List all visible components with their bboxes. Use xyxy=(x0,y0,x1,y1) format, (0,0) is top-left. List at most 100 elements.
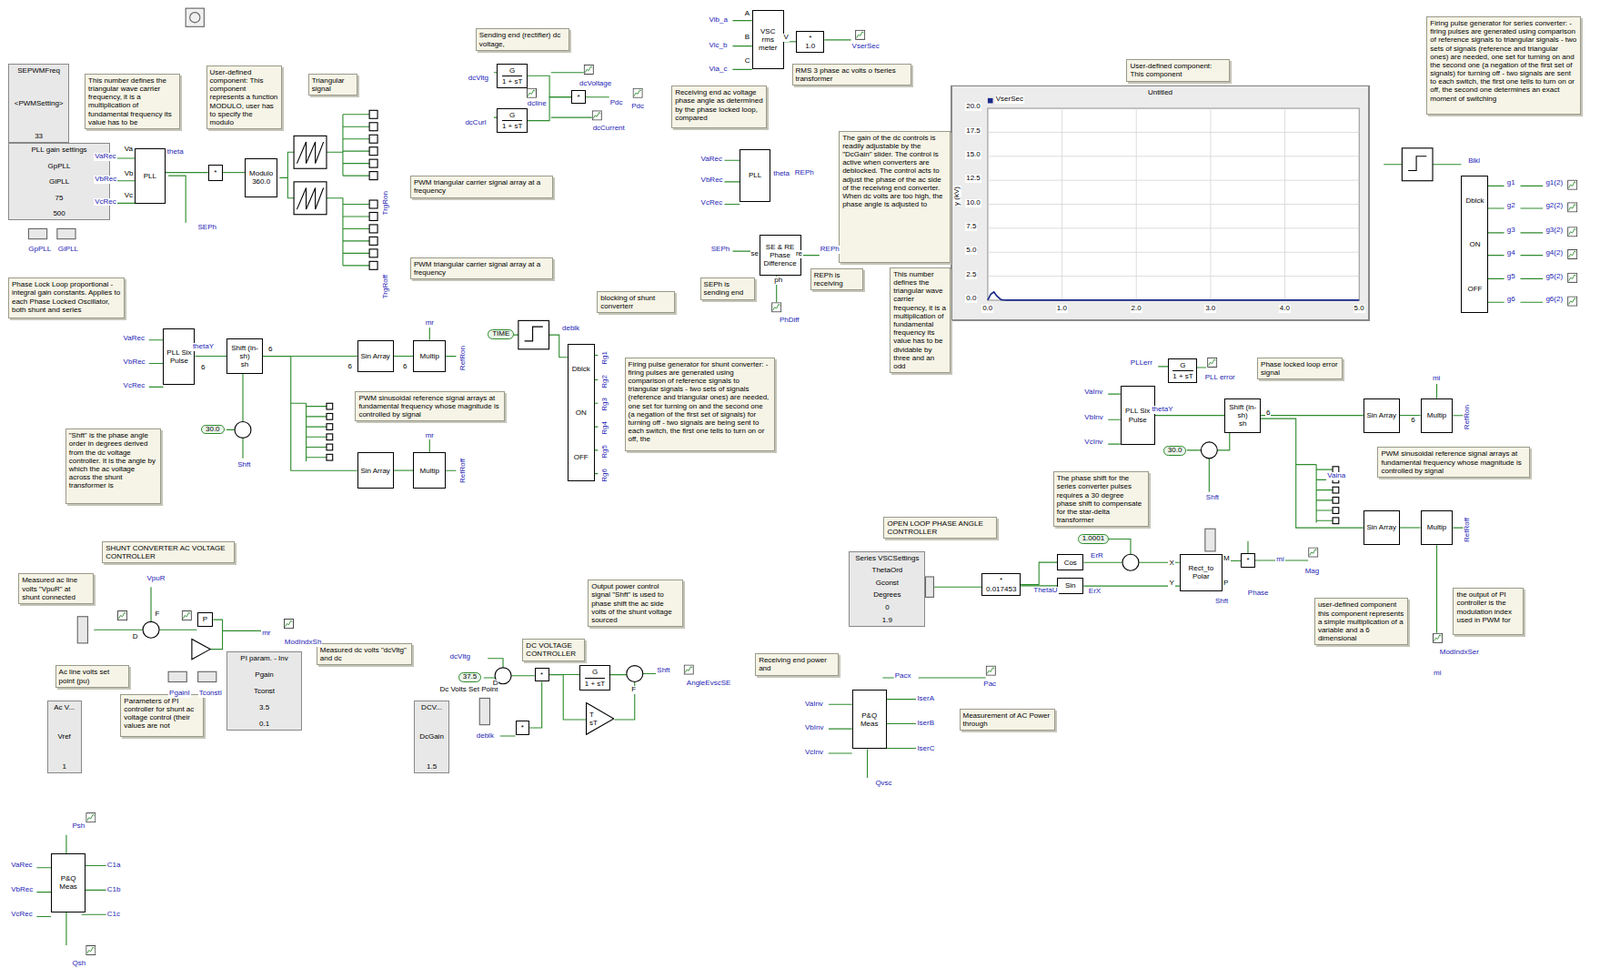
node-text: PLL xyxy=(143,171,157,181)
port-label: 20.0 xyxy=(965,102,982,111)
port-label: V xyxy=(782,33,789,42)
port-label: P xyxy=(1222,579,1229,588)
node-text: blocking of shunt converterr xyxy=(600,293,672,311)
signal-label: VaRec xyxy=(122,334,146,343)
signal-label: Rg5 xyxy=(601,443,610,460)
node-text: Sin Array xyxy=(360,352,390,361)
signal-label: mr xyxy=(261,629,272,638)
node-text: PWM triangular carrier signal array at a… xyxy=(413,260,550,277)
annotation-note: Output power control signal "Shft" is us… xyxy=(587,579,684,627)
node-text: PLL xyxy=(748,171,762,180)
signal-wire xyxy=(165,171,209,173)
node-text: sh xyxy=(1238,419,1247,428)
signal-label: C1a xyxy=(106,861,122,870)
node-text: Untitled xyxy=(1147,88,1173,97)
signal-label: PgainI xyxy=(168,689,192,698)
signal-label: deblk xyxy=(475,732,495,741)
function-block: *0.017453 xyxy=(981,573,1021,595)
port-label: F xyxy=(153,610,161,619)
function-block: P&Q Meas xyxy=(852,689,887,749)
annotation-note: PWM triangular carrier signal array at a… xyxy=(410,175,554,199)
annotation-note: PWM triangular carrier signal array at a… xyxy=(410,257,554,281)
function-block: Sin Array xyxy=(357,452,394,489)
signal-label: RefRoff xyxy=(1463,516,1472,544)
signal-label: dcVoltage xyxy=(578,80,613,89)
node-text: Dblck xyxy=(1465,196,1484,205)
port-label: Va xyxy=(123,145,134,154)
port-label: 6 xyxy=(200,363,206,373)
node-text: This number defines the triangular wave … xyxy=(893,270,947,371)
annotation-note: Measured dc volts "dcVltg" and dc xyxy=(316,643,413,665)
signal-label: IserB xyxy=(915,719,936,728)
node-text: 1.9 xyxy=(882,615,893,624)
node-text: REPh is receiving xyxy=(814,271,860,288)
node-text: Shift (in-sh) xyxy=(229,343,261,361)
node-text: 1 + sT xyxy=(502,75,523,86)
node-text: PLL Six Pulse xyxy=(165,348,192,365)
constant-value: 30.0 xyxy=(1163,445,1188,456)
signal-label: SEPh xyxy=(197,223,218,232)
node-text: GpPLL xyxy=(48,161,71,171)
signal-label: Rg3 xyxy=(601,396,610,413)
port-label: 6 xyxy=(346,362,353,372)
function-block: Multip xyxy=(412,452,446,489)
signal-label: Mag xyxy=(1304,567,1321,576)
node-text: Tconst xyxy=(253,686,275,695)
signal-label: VbInv xyxy=(1083,413,1104,423)
annotation-note: Receiving end ac voltage phase angle as … xyxy=(671,85,767,129)
signal-label: IserC xyxy=(915,744,936,754)
node-text: * xyxy=(1246,555,1249,564)
node-text: Measured ac line volts "VpuR" at shunt c… xyxy=(21,575,91,602)
signal-label: VpuR xyxy=(145,574,166,584)
annotation-note: Receiving end power and xyxy=(754,653,839,676)
signal-label: C1c xyxy=(106,910,121,919)
signal-wire xyxy=(262,355,358,357)
annotation-note: Parameters of PI controller for shunt ac… xyxy=(120,694,204,737)
node-text: Multip xyxy=(1427,523,1447,532)
annotation-note: RMS 3 phase ac volts o fseries transform… xyxy=(792,63,912,86)
signal-label: VaRec xyxy=(700,155,724,164)
function-block: Sin Array xyxy=(1363,398,1400,433)
node-text: Firing pulse generator for series conver… xyxy=(1429,19,1578,103)
node-text: SEPh is sending end xyxy=(704,280,752,297)
port-label: Vb xyxy=(123,170,135,179)
graph-panel: Untitled xyxy=(951,85,1370,321)
port-label: se xyxy=(750,250,760,259)
port-label: X xyxy=(1167,559,1175,568)
legend-label: VserSec xyxy=(995,95,1025,104)
signal-label: g5(2) xyxy=(1544,272,1564,282)
signal-label: Qsh xyxy=(71,959,88,968)
node-text: G xyxy=(509,66,515,75)
node-text: PLL gain settings xyxy=(31,145,88,154)
annotation-note: Firing pulse generator for series conver… xyxy=(1426,16,1581,115)
node-text: PLL Six Pulse xyxy=(1123,406,1153,423)
signal-label: VaInv xyxy=(804,700,825,709)
signal-wire xyxy=(549,674,581,675)
port-label: Dc Volts Set Point xyxy=(438,685,499,695)
function-block: Cos xyxy=(1056,553,1084,571)
wires xyxy=(36,20,1543,946)
node-text: DCV... xyxy=(421,703,443,712)
node-text: 360.0 xyxy=(251,177,271,186)
signal-label: VcRec xyxy=(93,198,118,207)
node-text: The gain of the dc controls is readily a… xyxy=(842,133,947,210)
signal-label: PhDiff xyxy=(778,316,801,325)
signal-label: mi xyxy=(1431,374,1441,383)
slider-panel: DCV...DcGain1.5 xyxy=(413,700,449,775)
function-block: Multip xyxy=(412,340,446,373)
port-label: 4.0 xyxy=(1278,304,1291,313)
transfer-block: G1 + sT xyxy=(1167,358,1198,383)
constant-value: 37.5 xyxy=(458,672,483,683)
node-text: SE & RE Phase Difference xyxy=(762,242,799,269)
node-text: Sin Array xyxy=(1367,523,1397,532)
signal-wire xyxy=(393,355,414,357)
port-label: 15.0 xyxy=(965,150,982,160)
signal-label: RefRon xyxy=(1463,403,1472,431)
node-text: DcGain xyxy=(419,732,444,741)
node-text: Shift (in-sh) xyxy=(1227,402,1258,420)
signal-label: mi xyxy=(1432,669,1442,678)
signal-wire xyxy=(222,171,246,173)
node-text: 0.1 xyxy=(259,719,270,728)
signal-label: ModIndxSer xyxy=(1438,648,1480,657)
